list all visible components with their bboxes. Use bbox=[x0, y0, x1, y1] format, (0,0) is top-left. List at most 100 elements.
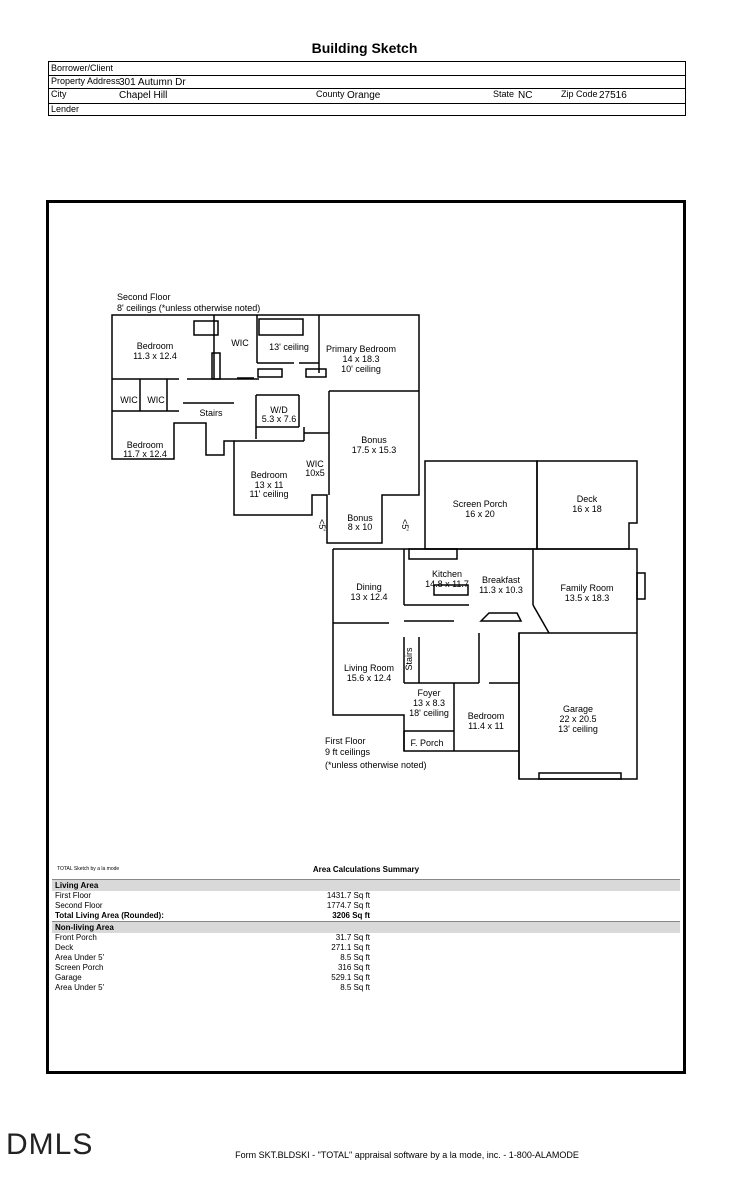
area-row-value: 271.1 Sq ft bbox=[331, 943, 370, 952]
first-floor-note1: 9 ft ceilings bbox=[325, 747, 371, 757]
property-label: Property Address bbox=[51, 76, 121, 86]
dining-size: 13 x 12.4 bbox=[350, 592, 387, 602]
property-value: 301 Autumn Dr bbox=[119, 77, 186, 88]
living-heading: Living Area bbox=[52, 879, 680, 891]
area-row-label: First Floor bbox=[55, 891, 91, 900]
bonus2-name: Bonus bbox=[347, 513, 373, 523]
living-name: Living Room bbox=[344, 663, 394, 673]
wic4-size: 10x5 bbox=[305, 468, 325, 478]
kitchen-size: 14.8 x 11.7 bbox=[425, 579, 469, 589]
area-row-value: 8.5 Sq ft bbox=[340, 983, 370, 992]
bed2-size: 11.7 x 12.4 bbox=[123, 449, 167, 459]
borrower-row: Borrower/Client bbox=[49, 62, 685, 76]
lender-row: Lender bbox=[49, 103, 685, 116]
area-row-label: Deck bbox=[55, 943, 74, 952]
area-row-value: 529.1 Sq ft bbox=[331, 973, 370, 982]
bonus2-size: 8 x 10 bbox=[348, 522, 373, 532]
foyer-ceiling: 18' ceiling bbox=[409, 708, 449, 718]
wic2-label: WIC bbox=[120, 395, 138, 405]
second-floor-title: Second Floor bbox=[117, 292, 171, 302]
area-row: Deck 271.1 Sq ft bbox=[52, 943, 680, 953]
sketch-credit: TOTAL Sketch by a la mode bbox=[57, 866, 120, 872]
family-name: Family Room bbox=[560, 583, 613, 593]
garage-name: Garage bbox=[563, 704, 593, 714]
living-size: 15.6 x 12.4 bbox=[347, 673, 392, 683]
under5-a: <5' bbox=[317, 519, 327, 531]
ceiling13-label: 13' ceiling bbox=[269, 342, 309, 352]
under5-b: <5' bbox=[400, 519, 410, 531]
bed2-name: Bedroom bbox=[127, 440, 164, 450]
property-header: Borrower/Client Property Address 301 Aut… bbox=[48, 61, 686, 116]
family-size: 13.5 x 18.3 bbox=[565, 593, 610, 603]
zip-value: 27516 bbox=[599, 90, 627, 101]
area-row-label: Area Under 5' bbox=[55, 953, 105, 962]
page-title: Building Sketch bbox=[311, 40, 418, 56]
county-value: Orange bbox=[347, 90, 381, 101]
foyer-size: 13 x 8.3 bbox=[413, 698, 445, 708]
wic4-name: WIC bbox=[306, 459, 324, 469]
breakfast-name: Breakfast bbox=[482, 575, 521, 585]
area-row-value: 1431.7 Sq ft bbox=[326, 891, 370, 900]
stairs2-label: Stairs bbox=[199, 408, 223, 418]
bed3-name: Bedroom bbox=[251, 470, 288, 480]
total-row: Total Living Area (Rounded): 3206 Sq ft bbox=[52, 911, 680, 921]
area-row-value: 1774.7 Sq ft bbox=[326, 901, 370, 910]
bed3-ceiling: 11' ceiling bbox=[249, 489, 288, 499]
floor-plan: Second Floor 8' ceilings (*unless otherw… bbox=[111, 292, 646, 780]
area-row-label: Area Under 5' bbox=[55, 983, 105, 992]
living-rows: First Floor 1431.7 Sq ft Second Floor 1774.… bbox=[52, 891, 680, 911]
bonus-size: 17.5 x 15.3 bbox=[352, 445, 397, 455]
property-row: Property Address 301 Autumn Dr bbox=[49, 75, 685, 89]
total-label: Total Living Area (Rounded): bbox=[55, 911, 164, 920]
state-value: NC bbox=[518, 90, 533, 101]
summary-title: Area Calculations Summary bbox=[312, 865, 420, 874]
wic3-label: WIC bbox=[147, 395, 165, 405]
area-row: Area Under 5' 8.5 Sq ft bbox=[52, 953, 680, 963]
garage-ceiling: 13' ceiling bbox=[558, 724, 598, 734]
fporch-label: F. Porch bbox=[410, 738, 443, 748]
primary-size: 14 x 18.3 bbox=[342, 354, 379, 364]
first-floor-note2: (*unless otherwise noted) bbox=[325, 760, 427, 770]
area-row: Garage 529.1 Sq ft bbox=[52, 973, 680, 983]
primary-ceiling: 10' ceiling bbox=[341, 364, 381, 374]
area-row-value: 8.5 Sq ft bbox=[340, 953, 370, 962]
zip-label: Zip Code bbox=[561, 89, 598, 99]
dmls-watermark: DMLS bbox=[6, 1128, 94, 1161]
area-row-label: Second Floor bbox=[55, 901, 103, 910]
garage-size: 22 x 20.5 bbox=[559, 714, 596, 724]
sketch-frame: Second Floor 8' ceilings (*unless otherw… bbox=[46, 200, 686, 1074]
area-row-label: Garage bbox=[55, 973, 82, 982]
plan-walls bbox=[111, 314, 646, 780]
nonliving-heading: Non-living Area bbox=[52, 921, 680, 933]
city-label: City bbox=[51, 89, 67, 99]
city-value: Chapel Hill bbox=[119, 90, 168, 101]
city-row: City Chapel Hill County Orange State NC … bbox=[49, 88, 685, 104]
state-label: State bbox=[493, 89, 515, 99]
second-floor-note: 8' ceilings (*unless otherwise noted) bbox=[117, 303, 260, 313]
area-row-label: Screen Porch bbox=[55, 963, 104, 972]
form-footer: Form SKT.BLDSKI - "TOTAL" appraisal soft… bbox=[235, 1150, 579, 1160]
area-row: Second Floor 1774.7 Sq ft bbox=[52, 901, 680, 911]
total-value: 3206 Sq ft bbox=[332, 911, 370, 920]
borrower-label: Borrower/Client bbox=[51, 63, 114, 73]
area-row: First Floor 1431.7 Sq ft bbox=[52, 891, 680, 901]
area-row: Area Under 5' 8.5 Sq ft bbox=[52, 983, 680, 993]
lender-label: Lender bbox=[51, 104, 80, 114]
kitchen-name: Kitchen bbox=[432, 569, 462, 579]
county-label: County bbox=[316, 89, 345, 99]
area-row: Screen Porch 316 Sq ft bbox=[52, 963, 680, 973]
stairs1-label: Stairs bbox=[404, 647, 414, 671]
area-row-label: Front Porch bbox=[55, 933, 97, 942]
screen-name: Screen Porch bbox=[453, 499, 508, 509]
wd-size: 5.3 x 7.6 bbox=[262, 414, 297, 424]
area-row-value: 316 Sq ft bbox=[337, 963, 370, 972]
bed3-size: 13 x 11 bbox=[255, 480, 284, 490]
bed4-name: Bedroom bbox=[468, 711, 505, 721]
foyer-name: Foyer bbox=[417, 688, 440, 698]
screen-size: 16 x 20 bbox=[465, 509, 495, 519]
breakfast-size: 11.3 x 10.3 bbox=[479, 585, 523, 595]
wd-name: W/D bbox=[270, 405, 288, 415]
